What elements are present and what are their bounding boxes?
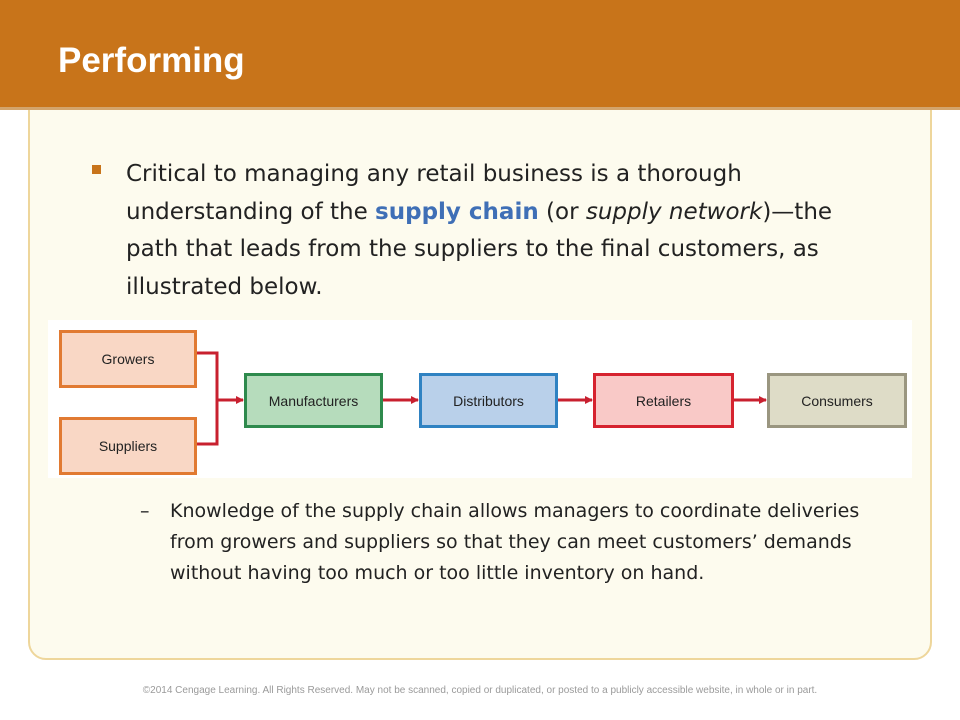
square-bullet-icon bbox=[92, 165, 101, 174]
sub-bullet-text: Knowledge of the supply chain allows man… bbox=[170, 500, 860, 584]
main-bullet-text: Critical to managing any retail business… bbox=[126, 156, 852, 306]
sub-bullet: – Knowledge of the supply chain allows m… bbox=[140, 496, 880, 589]
supply-chain-keyword: supply chain bbox=[375, 198, 539, 225]
node-suppliers: Suppliers bbox=[59, 417, 197, 475]
bullet-text-part-3: )—the path that leads from the suppliers… bbox=[126, 198, 833, 300]
dash-bullet-icon: – bbox=[140, 500, 150, 522]
slide-title: Performing bbox=[58, 41, 245, 80]
growers-connector-line bbox=[197, 351, 219, 446]
copyright-footer: ©2014 Cengage Learning. All Rights Reser… bbox=[142, 685, 818, 696]
bullet-text-part-2: (or bbox=[538, 198, 586, 225]
node-manufacturers: Manufacturers bbox=[244, 373, 383, 428]
title-bar: Performing bbox=[0, 0, 960, 110]
node-distributors: Distributors bbox=[419, 373, 558, 428]
supply-chain-diagram: Growers Suppliers Manufacturers Distribu… bbox=[48, 320, 912, 478]
node-retailers: Retailers bbox=[593, 373, 734, 428]
node-consumers: Consumers bbox=[767, 373, 907, 428]
main-bullet: Critical to managing any retail business… bbox=[92, 156, 852, 306]
flow-arrows bbox=[197, 351, 767, 446]
bullet-text-part-1: Critical to managing any retail business… bbox=[126, 161, 742, 225]
supply-network-term: supply network bbox=[585, 198, 763, 225]
node-growers: Growers bbox=[59, 330, 197, 388]
